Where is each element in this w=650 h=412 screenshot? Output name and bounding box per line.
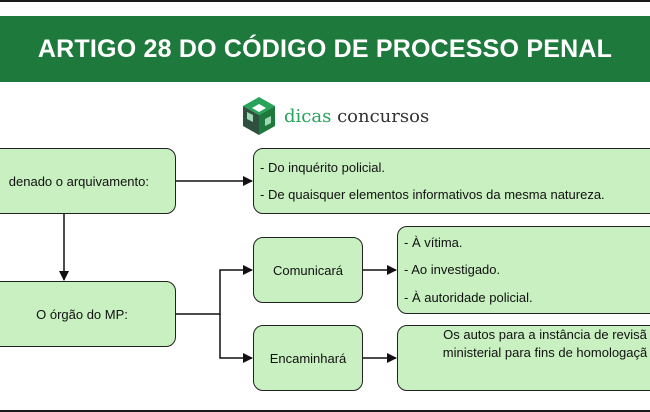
node-autos: Os autos para a instância de revisã mini… — [397, 325, 650, 391]
edge-mp-to-communicate — [176, 265, 253, 315]
node-recipients: - À vítima. - Ao investigado. - À autori… — [397, 226, 650, 314]
node-mp: O órgão do MP: — [0, 281, 176, 347]
list-item: - Do inquérito policial. — [260, 160, 386, 175]
list-item: - Ao investigado. — [404, 262, 501, 278]
node-forward-label: Encaminhará — [269, 350, 347, 366]
node-investigation-items: - Do inquérito policial. - De quaisquer … — [253, 148, 650, 214]
node-communicate-label: Comunicará — [272, 262, 344, 278]
list-item: - À autoridade policial. — [404, 289, 533, 305]
logo-word-dicas: dicas — [284, 105, 332, 127]
node-archiving: denado o arquivamento: — [0, 148, 176, 214]
node-archiving-label: denado o arquivamento: — [8, 173, 149, 189]
logo-word-concursos: concursos — [337, 105, 430, 127]
page-title: ARTIGO 28 DO CÓDIGO DE PROCESSO PENAL — [0, 16, 650, 82]
list-item: - De quaisquer elementos informativos da… — [260, 187, 605, 202]
node-autos-line: Os autos para a instância de revisã — [443, 327, 647, 342]
edge-mp-to-forward — [219, 314, 253, 363]
node-autos-line: ministerial para fins de homologaçã — [442, 345, 648, 360]
logo-cube-icon — [243, 97, 275, 135]
node-communicate: Comunicará — [253, 237, 363, 303]
node-mp-label: O órgão do MP: — [36, 306, 128, 322]
node-forward: Encaminhará — [253, 325, 363, 391]
logo: dicas concursos — [238, 94, 429, 138]
list-item: - À vítima. — [404, 235, 463, 251]
